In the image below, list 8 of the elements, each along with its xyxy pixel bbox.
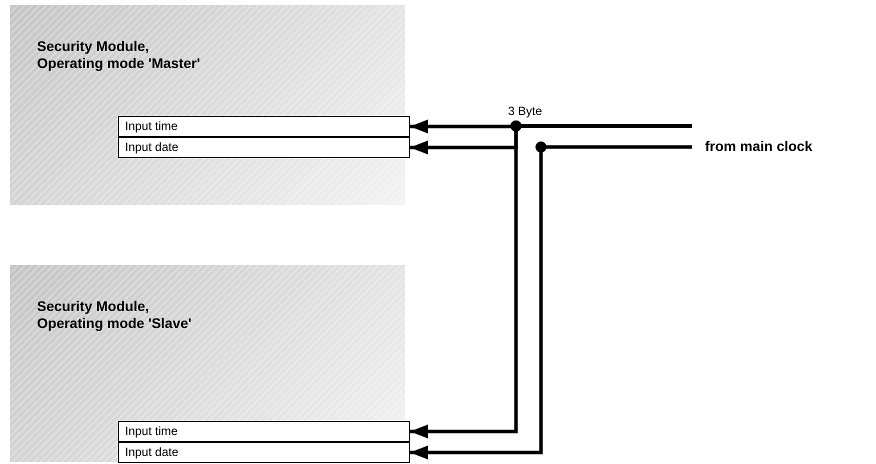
source-label: from main clock — [705, 138, 812, 155]
edge-label: 3 Byte — [508, 104, 542, 118]
module-heading: Security Module, Operating mode 'Slave' — [37, 298, 192, 332]
input-field: Input time — [118, 421, 410, 442]
input-field: Input date — [118, 442, 410, 463]
module-heading: Security Module, Operating mode 'Master' — [37, 38, 202, 72]
input-field: Input time — [118, 116, 410, 137]
input-field: Input date — [118, 137, 410, 158]
